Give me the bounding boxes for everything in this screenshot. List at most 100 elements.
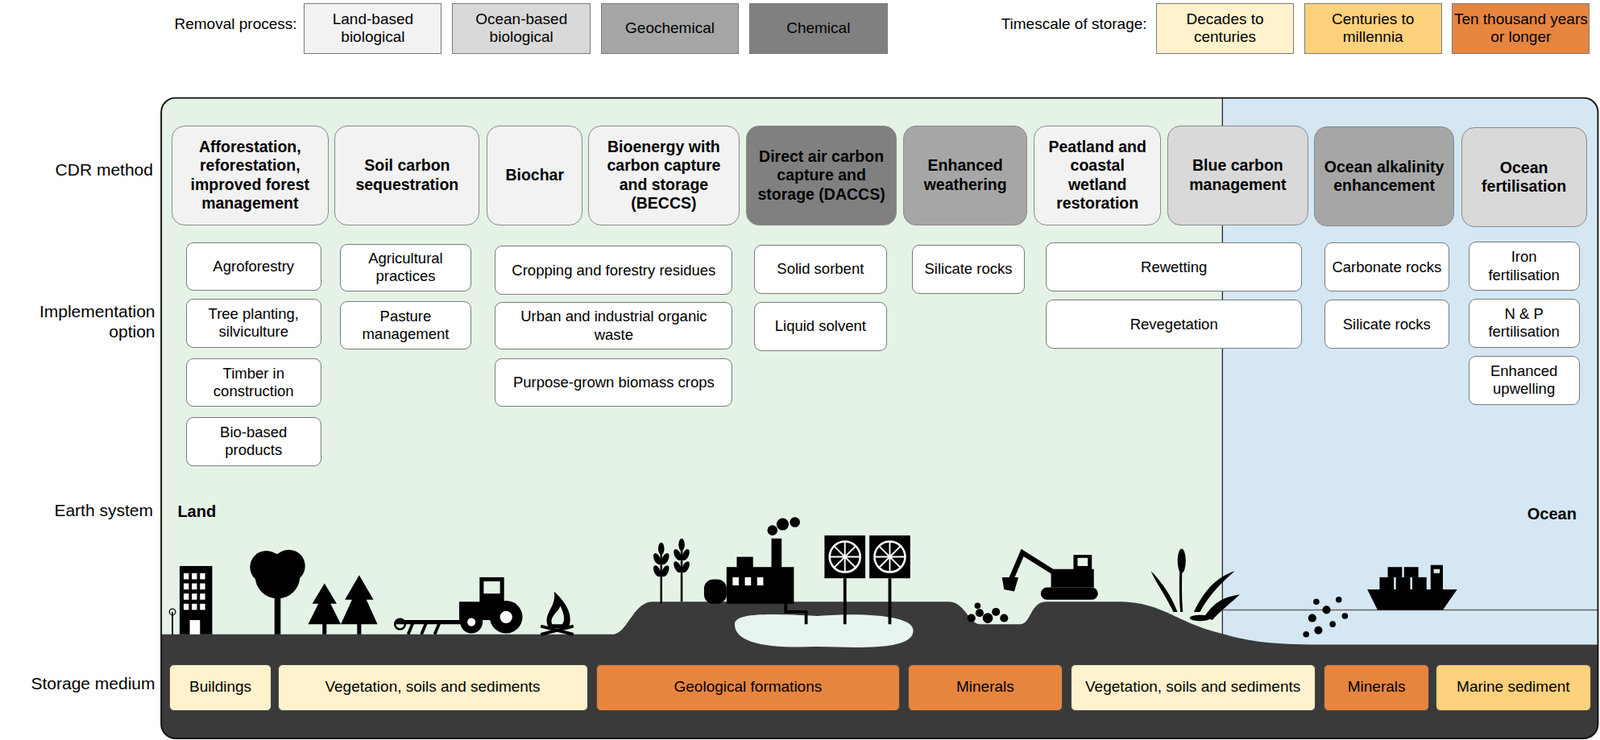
stalk: [680, 547, 684, 602]
node-text: Silicate rocks: [1343, 315, 1431, 334]
tractor-icon: [394, 577, 523, 635]
cattail: [1177, 548, 1186, 573]
legend-swatch: Geochemical: [601, 3, 739, 54]
implementation-box: N & P fertilisation: [1468, 298, 1580, 349]
container: [1396, 577, 1411, 590]
storage-medium-box: Buildings: [169, 664, 272, 712]
rock: [1308, 613, 1317, 622]
tractor-hub: [467, 618, 476, 627]
implementation-box: Rewetting: [1045, 242, 1302, 292]
cdr-method-box: Blue carbon management: [1167, 125, 1309, 226]
window: [183, 604, 189, 611]
rock: [974, 603, 982, 610]
cdr-method-box: Peatland and coastal wetland restoration: [1033, 125, 1161, 226]
node-text: Purpose-grown biomass crops: [513, 373, 715, 392]
rock: [1335, 596, 1343, 604]
storage-medium-box: Vegetation, soils and sediments: [1070, 664, 1316, 712]
window: [757, 577, 764, 586]
excavator-arm: [1010, 552, 1056, 581]
reeds-icon: [1151, 548, 1240, 622]
node-text: Liquid solvent: [775, 317, 867, 336]
grain: [659, 552, 671, 567]
node-text: Bioenergy with carbon capture and storag…: [593, 137, 735, 214]
node-text: Revegetation: [1130, 315, 1219, 334]
building-windows: [183, 573, 206, 635]
smoke: [789, 517, 800, 528]
cdr-method-box: Afforestation, reforestation, improved f…: [171, 125, 329, 226]
cdr-method-box: Bioenergy with carbon capture and storag…: [588, 125, 741, 226]
rock: [1313, 626, 1323, 635]
implementation-box: Pasture management: [339, 301, 472, 351]
legend-text: Decades to centuries: [1156, 10, 1294, 48]
window: [191, 604, 197, 611]
flame-inner: [551, 605, 565, 625]
node-text: Agroforestry: [212, 257, 295, 276]
window: [191, 593, 197, 601]
excavator-cab: [1073, 555, 1092, 572]
node-text: Ocean alkalinity enhancement: [1319, 157, 1449, 196]
storage-medium-box: Minerals: [1323, 664, 1431, 712]
legend-text: Geochemical: [625, 19, 715, 38]
tractor-wheel: [460, 611, 483, 635]
legend-swatch: Ocean-based biological: [451, 3, 591, 54]
node-text: Cropping and forestry residues: [511, 261, 716, 280]
bridge-window: [1434, 569, 1441, 574]
implementation-box: Liquid solvent: [754, 302, 888, 352]
grain: [671, 548, 683, 563]
node-text: Soil carbon sequestration: [339, 156, 474, 195]
implementation-box: Solid sorbent: [754, 244, 888, 295]
crop-icon: [651, 538, 692, 605]
lamp: [169, 609, 176, 616]
injection-pipe: [845, 578, 891, 625]
node-text: Agricultural practices: [345, 249, 466, 286]
node-text: Minerals: [1347, 678, 1406, 697]
tank: [704, 579, 727, 604]
tractor-wheel: [489, 601, 523, 635]
node-text: Enhanced weathering: [908, 156, 1023, 195]
cab-window: [1077, 558, 1089, 567]
window: [199, 583, 205, 590]
pine-trunk: [356, 622, 361, 635]
container: [1404, 567, 1419, 578]
implementation-box: Iron fertilisation: [1468, 241, 1580, 291]
ship-icon: [1367, 565, 1457, 611]
node-text: Direct air carbon capture and storage (D…: [751, 147, 892, 204]
window: [183, 583, 189, 590]
node-text: Vegetation, soils and sediments: [324, 678, 540, 697]
tree-icons: [249, 550, 378, 635]
storage-reservoir: [734, 614, 914, 648]
cdr-method-box: Direct air carbon capture and storage (D…: [746, 125, 897, 226]
node-text: Vegetation, soils and sediments: [1085, 678, 1301, 697]
smoke: [766, 525, 778, 536]
rock: [991, 608, 1000, 617]
tracks: [1040, 588, 1099, 601]
flame: [547, 592, 571, 630]
row-label: Timescale of storage:: [898, 15, 1148, 46]
implementation-box: Purpose-grown biomass crops: [494, 358, 733, 408]
cdr-method-box: Ocean alkalinity enhancement: [1313, 126, 1455, 227]
implementation-box: Cropping and forestry residues: [494, 245, 733, 295]
container: [1412, 577, 1427, 590]
pine-tree: [308, 583, 342, 625]
fan: [829, 542, 861, 573]
row-label: Removal process:: [81, 15, 297, 46]
container: [1379, 577, 1394, 590]
legend-text: Centuries to millennia: [1305, 10, 1442, 48]
rocks-icon: [967, 603, 1009, 624]
node-text: Ocean fertilisation: [1467, 158, 1582, 197]
legend-text: Land-based biological: [304, 10, 441, 48]
pine-trunk: [322, 622, 327, 635]
storage-medium-box: Geological formations: [596, 664, 900, 712]
implementation-box: Agricultural practices: [339, 244, 472, 293]
implementation-box: Bio-based products: [186, 417, 322, 467]
container: [1388, 567, 1403, 578]
rock: [999, 613, 1008, 622]
node-text: Blue carbon management: [1173, 156, 1303, 195]
ground: [161, 601, 1598, 739]
node-text: N & P fertilisation: [1474, 305, 1575, 341]
implementation-box: Agroforestry: [186, 242, 322, 291]
window: [183, 593, 189, 601]
cdr-method-box: Ocean fertilisation: [1461, 127, 1588, 228]
rock: [1302, 631, 1310, 639]
